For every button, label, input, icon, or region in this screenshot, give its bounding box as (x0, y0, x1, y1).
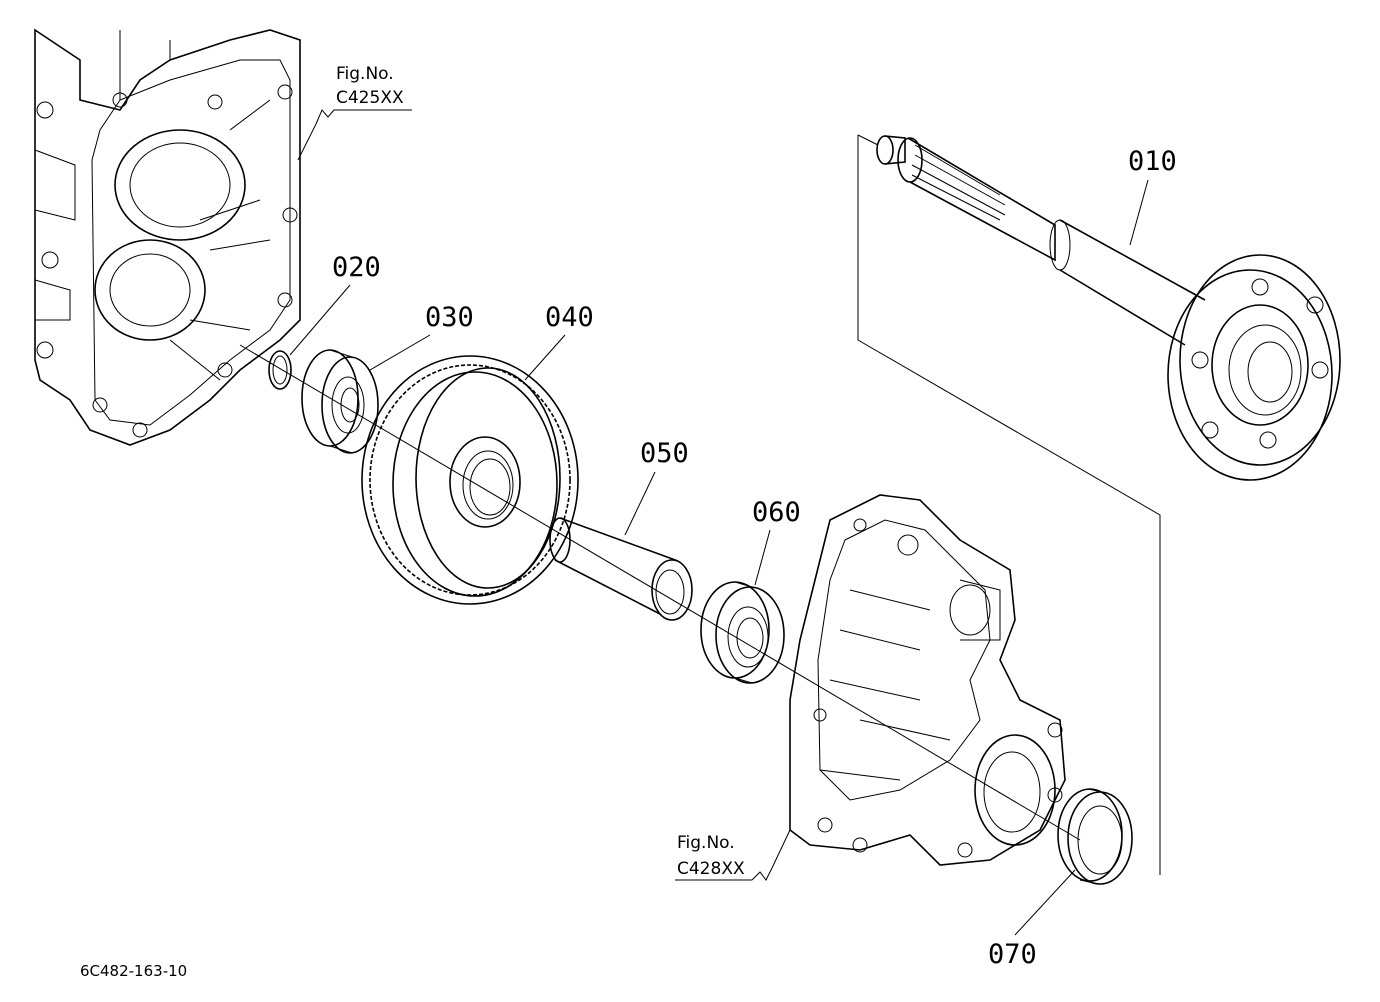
fig-ref-upper: Fig.No. C425XX (297, 64, 412, 161)
assembly-axis-line (239, 344, 1081, 841)
part-060-bearing (700, 581, 785, 684)
part-050-sleeve (549, 517, 693, 621)
fig-ref-lower: Fig.No. C428XX (675, 829, 791, 881)
part-label-030: 030 (425, 302, 474, 333)
part-070-oil-seal (1057, 788, 1133, 885)
part-label-050: 050 (640, 438, 689, 469)
leader-050: 050 (624, 438, 689, 536)
part-label-040: 040 (545, 302, 594, 333)
part-040-gear (361, 355, 579, 605)
fig-ref-upper-line2: C425XX (336, 88, 404, 108)
leader-020: 020 (289, 252, 381, 356)
drawing-number: 6C482-163-10 (80, 962, 187, 980)
part-label-060: 060 (752, 497, 801, 528)
part-010-shaft (857, 134, 1341, 875)
fig-ref-lower-line1: Fig.No. (677, 833, 735, 853)
gear-case-housing (34, 28, 301, 446)
part-030-bearing (301, 349, 379, 454)
part-020-snap-ring (268, 350, 292, 390)
leader-060: 060 (752, 497, 801, 586)
part-label-020: 020 (332, 252, 381, 283)
transmission-case-housing (789, 494, 1066, 866)
leader-030: 030 (369, 302, 474, 371)
leader-040: 040 (524, 302, 594, 381)
part-label-070: 070 (988, 939, 1037, 970)
part-label-010: 010 (1128, 146, 1177, 177)
leader-010: 010 (1128, 146, 1177, 246)
fig-ref-lower-line2: C428XX (677, 859, 745, 879)
leader-070: 070 (988, 869, 1076, 970)
fig-ref-upper-line1: Fig.No. (336, 64, 394, 84)
